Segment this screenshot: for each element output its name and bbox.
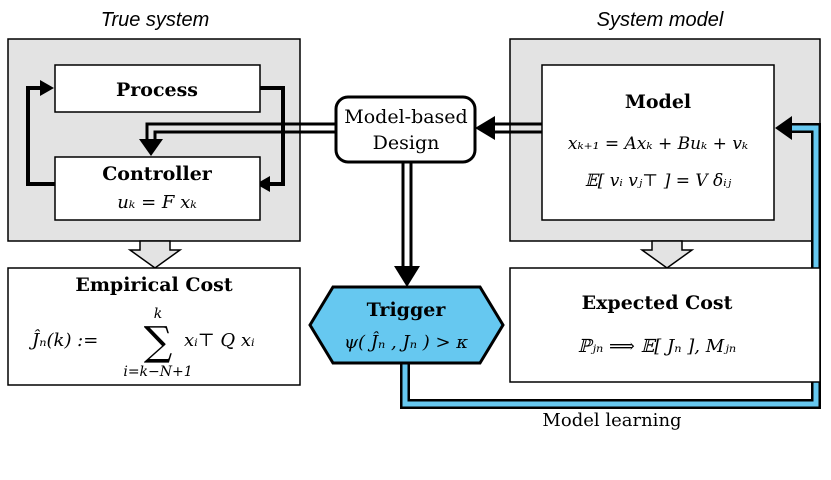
design-label-line2: Design [373, 132, 440, 154]
true-system-down-arrow [127, 240, 183, 269]
expected-cost-equation: ℙⱼₙ ⟹ 𝔼[ Jₙ ], Mⱼₙ [578, 336, 736, 357]
design-to-trigger-arrowhead [394, 266, 420, 287]
model-block [541, 64, 775, 221]
empirical-cost-sum-bottom: i=k−N+1 [123, 364, 192, 380]
empirical-cost-sum-top: k [154, 306, 162, 322]
empirical-cost-block [7, 267, 301, 386]
model-learning-arrowhead [775, 116, 792, 140]
system-model-down-arrow [639, 240, 695, 269]
design-label-line1: Model-based [344, 106, 467, 128]
empirical-cost-lhs: Ĵₙ(k) := [28, 328, 98, 351]
empirical-cost-label: Empirical Cost [75, 274, 233, 296]
empirical-cost-sum-symbol: ∑ [144, 319, 173, 365]
process-label: Process [116, 79, 198, 101]
model-equation-1: xₖ₊₁ = Axₖ + Buₖ + vₖ [568, 134, 748, 154]
controller-equation: uₖ = F xₖ [117, 192, 197, 213]
arrowhead-into-process [40, 80, 54, 96]
model-to-design-arrow [475, 116, 542, 140]
model-equation-2: 𝔼[ vᵢ vⱼ⊤ ] = V δᵢⱼ [585, 171, 732, 191]
expected-cost-label: Expected Cost [582, 292, 733, 314]
controller-label: Controller [102, 163, 213, 185]
arrowhead-into-controller [256, 176, 270, 192]
model-based-design-block [334, 95, 477, 164]
design-to-controller-arrow [145, 122, 336, 140]
feedback-loop [26, 86, 285, 186]
empirical-cost-summand: xᵢ⊤ Q xᵢ [184, 330, 255, 351]
design-to-trigger-arrow [401, 162, 413, 268]
model-learning-label: Model learning [542, 410, 681, 431]
model-label: Model [625, 91, 691, 113]
system-model-title: System model [597, 9, 724, 31]
process-block [54, 64, 261, 113]
expected-cost-block [509, 267, 821, 383]
true-system-title: True system [101, 9, 210, 31]
design-to-controller-arrowhead [139, 139, 163, 156]
trigger-block [308, 285, 505, 365]
model-learning-path [400, 123, 821, 409]
trigger-condition: ψ( Ĵₙ , Jₙ ) > κ [344, 330, 468, 353]
controller-block [54, 156, 261, 221]
trigger-label: Trigger [367, 299, 447, 321]
